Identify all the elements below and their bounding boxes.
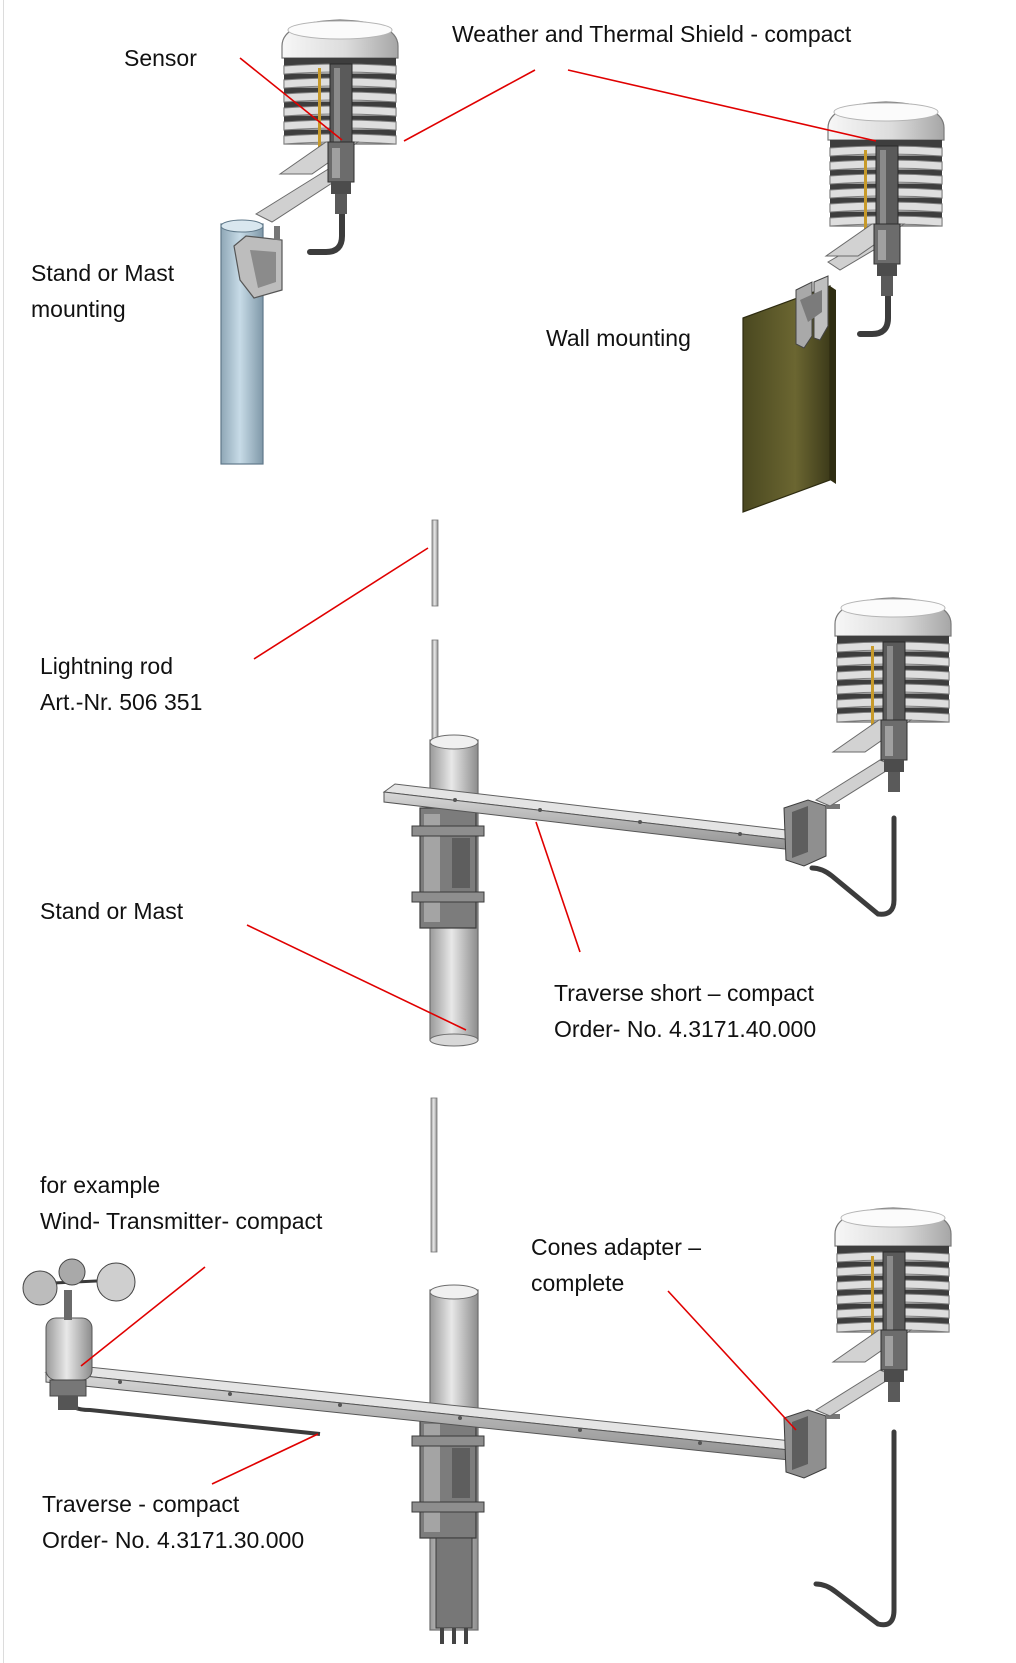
- label-cones-adapter-line1: Cones adapter –: [531, 1234, 702, 1260]
- wind-transmitter: [22, 1258, 136, 1410]
- leader-sensor: [239, 57, 343, 141]
- left-margin-rule: [3, 0, 4, 1663]
- label-lightning-rod-line1: Lightning rod: [40, 653, 173, 679]
- label-lightning-rod: Lightning rod Art.-Nr. 506 351: [40, 648, 202, 720]
- label-lightning-rod-article: Art.-Nr. 506 351: [40, 689, 203, 715]
- label-wind-transmitter-line1: for example: [40, 1172, 161, 1198]
- leader-traverse: [211, 1433, 319, 1485]
- label-stand-mast-mounting-line2: mounting: [31, 296, 126, 322]
- label-traverse-short-line1: Traverse short – compact: [554, 980, 814, 1006]
- leader-shield-right: [567, 69, 877, 142]
- long-traverse-assembly: [22, 1097, 952, 1644]
- label-wind-transmitter: for example Wind- Transmitter- compact: [40, 1167, 322, 1239]
- label-stand-mast-mounting-line1: Stand or Mast: [31, 260, 175, 286]
- leader-wind-transmitter: [80, 1266, 206, 1367]
- label-wall-mounting: Wall mounting: [546, 325, 691, 351]
- leader-lightning-rod: [253, 547, 429, 660]
- leader-traverse-short: [535, 821, 581, 953]
- label-sensor: Sensor: [124, 45, 197, 71]
- label-traverse-line1: Traverse - compact: [42, 1491, 240, 1517]
- label-traverse: Traverse - compact Order- No. 4.3171.30.…: [42, 1486, 304, 1558]
- label-traverse-short-order: Order- No. 4.3171.40.000: [554, 1016, 817, 1042]
- mast-mounted-shield-assembly: [220, 19, 399, 465]
- label-traverse-order: Order- No. 4.3171.30.000: [42, 1527, 305, 1553]
- label-stand-mast-mounting: Stand or Mast mounting: [31, 255, 174, 327]
- label-wind-transmitter-line2: Wind- Transmitter- compact: [40, 1208, 323, 1234]
- leader-shield-left: [403, 69, 536, 142]
- short-traverse-assembly: [382, 519, 952, 1047]
- leader-stand-or-mast: [246, 924, 467, 1031]
- wall-mounted-shield-assembly: [742, 101, 945, 513]
- label-weather-thermal-shield: Weather and Thermal Shield - compact: [452, 21, 852, 47]
- leader-cones-adapter: [667, 1290, 797, 1431]
- label-cones-adapter-line2: complete: [531, 1270, 625, 1296]
- label-stand-or-mast: Stand or Mast: [40, 898, 184, 924]
- label-cones-adapter: Cones adapter – complete: [531, 1229, 701, 1301]
- label-traverse-short: Traverse short – compact Order- No. 4.31…: [554, 975, 816, 1047]
